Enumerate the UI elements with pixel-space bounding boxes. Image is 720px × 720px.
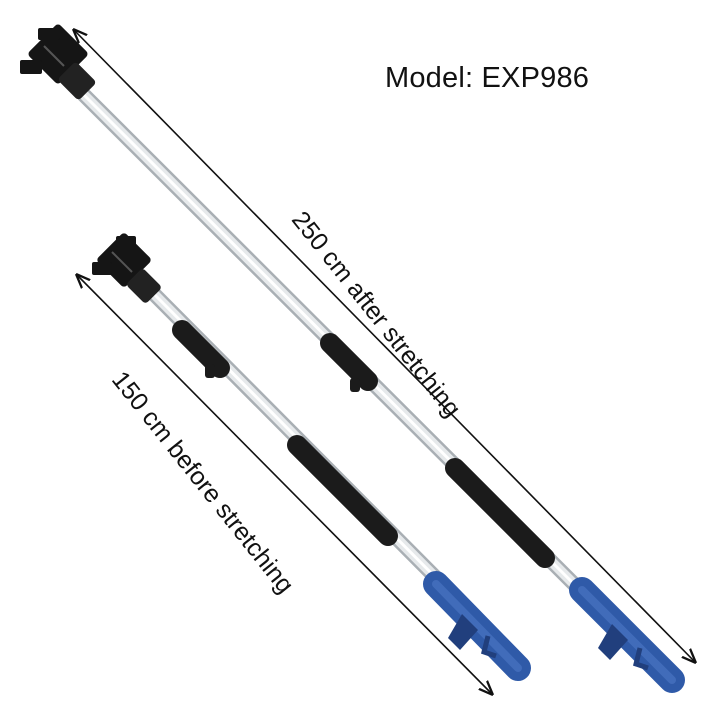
cutter-head [20,24,96,100]
blue-handle [423,571,531,681]
blue-handle [569,577,685,693]
foam-sleeve [445,458,555,568]
lock-clamp [320,333,378,391]
foam-sleeve [287,435,398,546]
lock-clamp [172,320,230,378]
collapsed-pole [92,233,531,681]
dimension-line-collapsed [77,275,492,694]
model-label: Model: EXP986 [385,62,590,94]
cutter-head [92,233,161,303]
extended-pole [20,24,685,693]
